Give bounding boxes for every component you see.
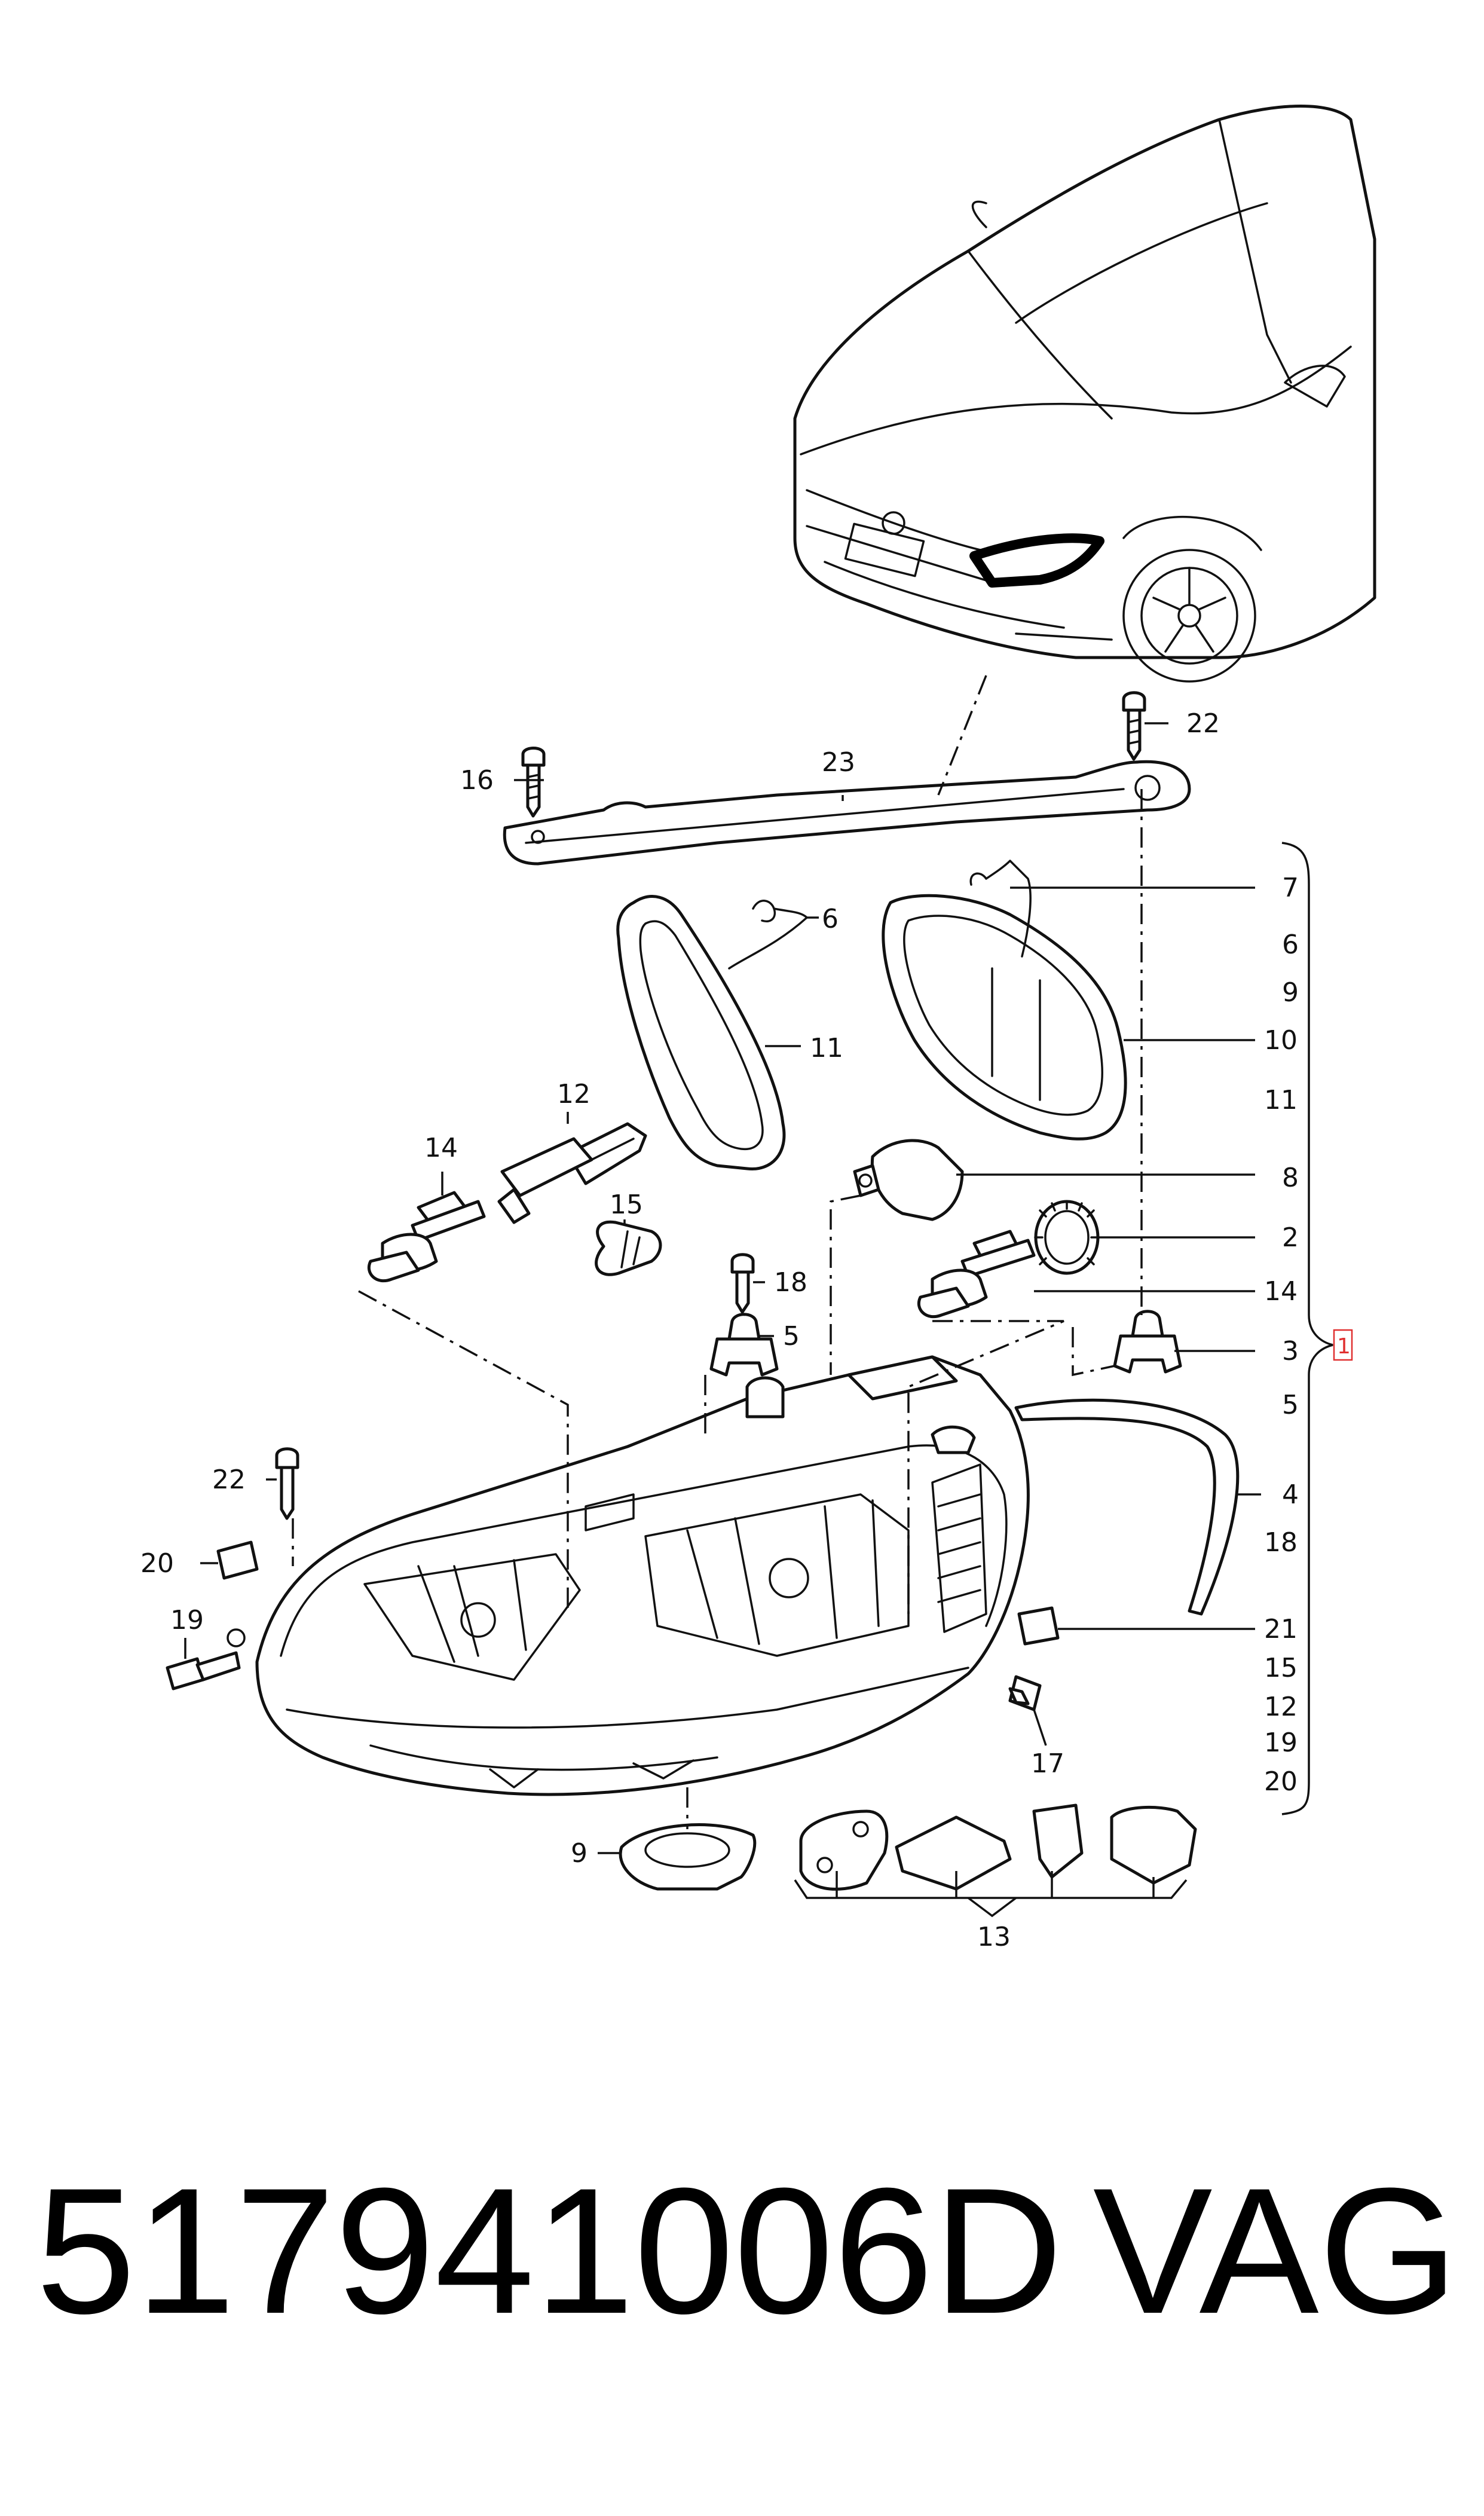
spring-clip-7 <box>969 860 1032 958</box>
clip-nut-20 <box>216 1540 259 1580</box>
footer-caption: 517941006D VAG <box>36 2152 1458 2349</box>
bulb-h7-14-left <box>368 1191 486 1283</box>
group-brace <box>1281 842 1333 1815</box>
vehicle-illustration <box>793 105 1376 683</box>
callout-12: 12 <box>557 1079 590 1109</box>
col-4: 4 <box>1282 1479 1299 1510</box>
col-5: 5 <box>1282 1390 1299 1420</box>
screw-17 <box>1008 1675 1042 1711</box>
mounting-bracket-23 <box>503 760 1191 866</box>
callout-22-top: 22 <box>1186 708 1220 739</box>
callout-23: 23 <box>822 747 855 778</box>
col-20: 20 <box>1264 1766 1298 1797</box>
callout-16: 16 <box>460 765 494 796</box>
bulb-socket-8 <box>853 1139 964 1221</box>
screw-18 <box>730 1253 755 1314</box>
col-3: 3 <box>1282 1336 1299 1366</box>
cover-cap-9 <box>619 1823 757 1891</box>
part-number: 517941006D <box>36 2150 1063 2351</box>
spring-clip-6 <box>728 900 808 970</box>
trim-strip-4 <box>1014 1398 1240 1616</box>
col-9: 9 <box>1282 977 1299 1008</box>
callout-9: 9 <box>571 1838 588 1869</box>
callout-14-left: 14 <box>424 1133 458 1163</box>
assembly-lines <box>292 675 1143 1829</box>
col-2: 2 <box>1282 1222 1299 1253</box>
headlight-highlight <box>969 533 1104 588</box>
col-8: 8 <box>1282 1163 1299 1193</box>
col-10: 10 <box>1264 1025 1298 1056</box>
col-12: 12 <box>1264 1692 1298 1722</box>
col-15: 15 <box>1264 1653 1298 1683</box>
callout-13: 13 <box>977 1922 1011 1952</box>
col-11: 11 <box>1264 1085 1298 1115</box>
callout-19: 19 <box>170 1605 204 1635</box>
col-7: 7 <box>1282 873 1299 903</box>
adjuster-gear-2 <box>1034 1200 1100 1275</box>
callout-18: 18 <box>774 1267 807 1298</box>
headlight-housing <box>227 1355 1030 1796</box>
gasket-10 <box>882 894 1127 1141</box>
callout-11: 11 <box>810 1033 843 1063</box>
callout-15: 15 <box>610 1190 643 1220</box>
col-21: 21 <box>1264 1614 1298 1644</box>
callout-22-lower: 22 <box>212 1465 246 1495</box>
gasket-11 <box>616 895 786 1171</box>
col-14: 14 <box>1264 1276 1298 1307</box>
callout-6: 6 <box>822 904 839 934</box>
brand-name: VAG <box>1093 2150 1458 2351</box>
callout-17: 17 <box>1031 1748 1064 1779</box>
col-18: 18 <box>1264 1527 1298 1558</box>
clip-nut-21 <box>1017 1606 1060 1646</box>
bulb-h7-14-right <box>917 1230 1036 1319</box>
callout-5: 5 <box>783 1321 800 1352</box>
col-19: 19 <box>1264 1728 1298 1758</box>
connector-12 <box>497 1122 647 1224</box>
col-6: 6 <box>1282 930 1299 960</box>
callout-20: 20 <box>140 1548 174 1579</box>
screw-22-lower <box>275 1447 299 1520</box>
leader-lines <box>184 722 1261 1854</box>
screw-22-top <box>1122 691 1146 761</box>
mounting-clip-5 <box>709 1313 779 1377</box>
mounting-clip-3 <box>1113 1310 1182 1374</box>
repair-kit-13 <box>794 1803 1197 1918</box>
screw-16 <box>521 747 546 818</box>
group-label-box <box>1333 1329 1353 1361</box>
callout-labels: 16 22 23 6 11 12 14 15 18 5 22 20 19 17 … <box>140 708 1351 1952</box>
callout-group-1: 1 <box>1337 1334 1351 1359</box>
screw-19 <box>166 1651 241 1690</box>
bulb-15 <box>595 1220 662 1276</box>
